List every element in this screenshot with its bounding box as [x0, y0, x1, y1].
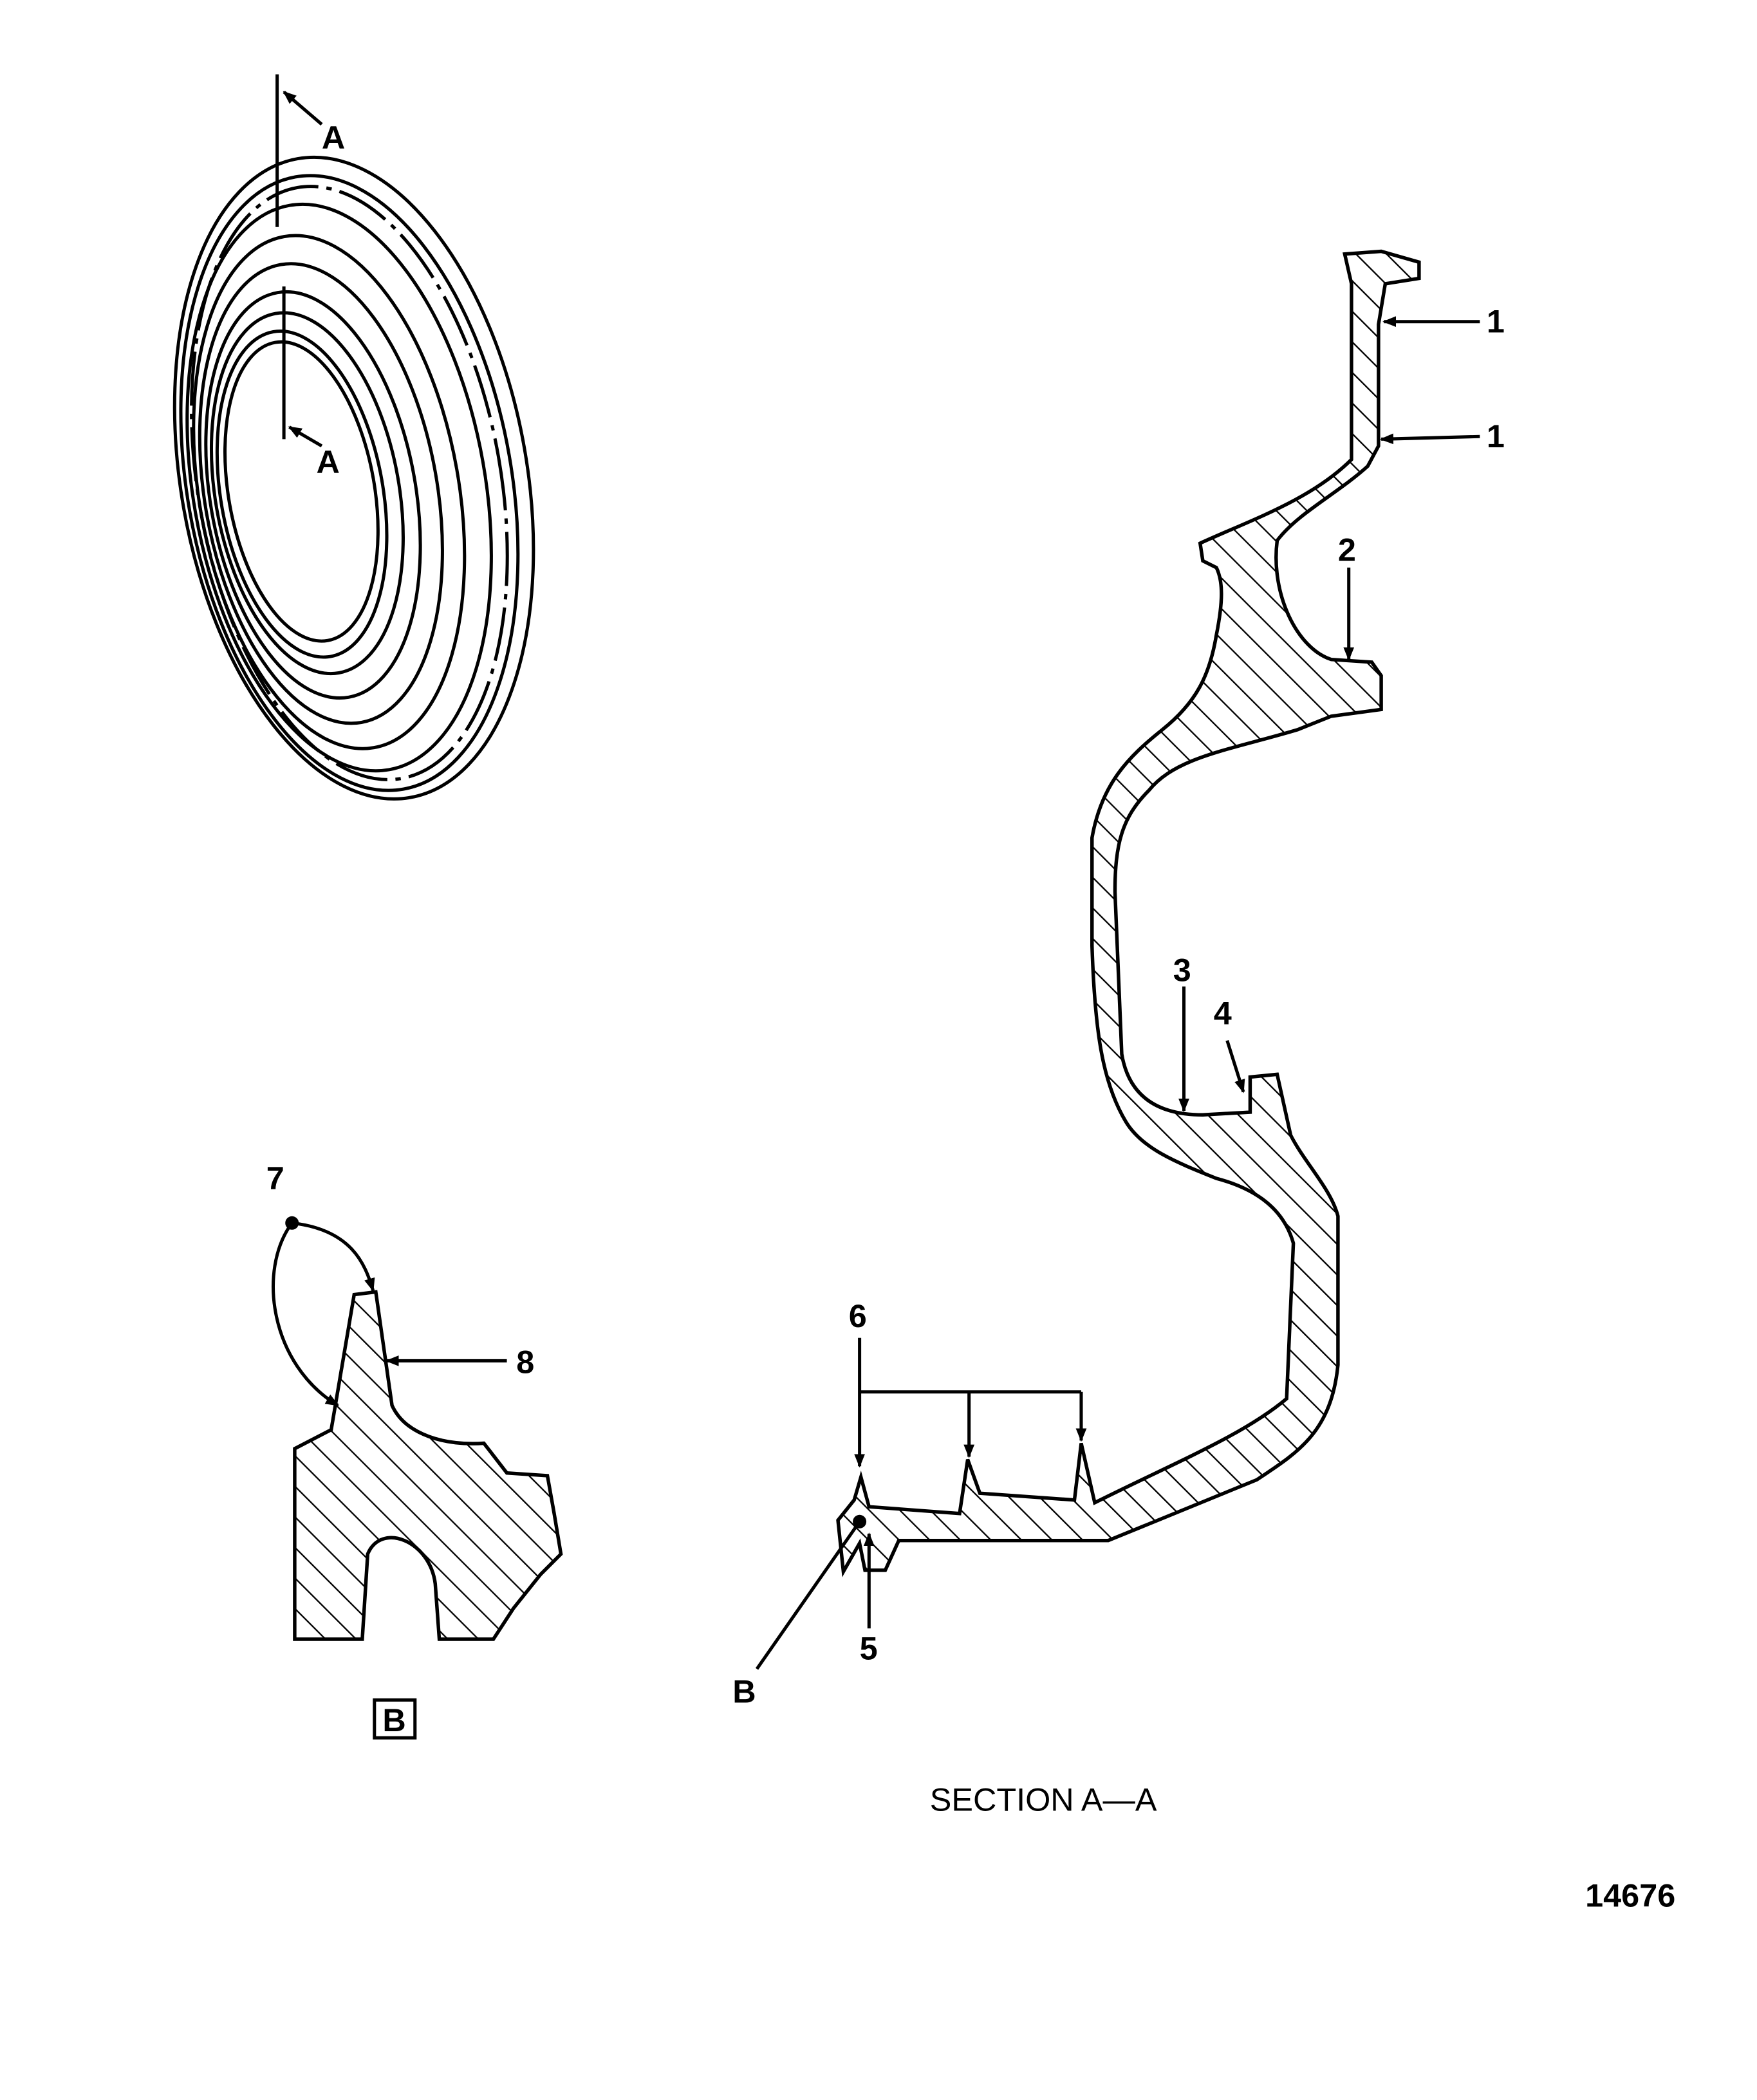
callout-6: 6	[849, 1297, 867, 1334]
section-marker-top: A	[322, 119, 345, 156]
callout-2: 2	[1338, 531, 1356, 568]
detail-label-box	[373, 1698, 417, 1740]
section-a-a-profile	[836, 249, 1421, 1577]
callout-leaders	[755, 316, 1480, 1670]
section-marker-bottom: A	[317, 443, 340, 480]
detail-label: B	[382, 1702, 405, 1738]
seal-ring-isometric-view	[172, 155, 535, 801]
detail-callout-b: B	[732, 1673, 756, 1710]
detail-b-profile	[293, 1290, 563, 1641]
callout-8: 8	[516, 1343, 534, 1380]
section-title: SECTION A—A	[930, 1781, 1157, 1818]
callout-4: 4	[1214, 995, 1232, 1032]
callout-1-upper: 1	[1487, 303, 1505, 340]
section-cut-line	[275, 74, 323, 448]
callout-1-lower: 1	[1487, 418, 1505, 454]
detail-b-leaders	[272, 1216, 507, 1407]
callout-3: 3	[1173, 951, 1191, 988]
callout-7: 7	[266, 1160, 284, 1196]
figure-number: 14676	[1585, 1877, 1675, 1914]
callout-5: 5	[860, 1630, 878, 1666]
